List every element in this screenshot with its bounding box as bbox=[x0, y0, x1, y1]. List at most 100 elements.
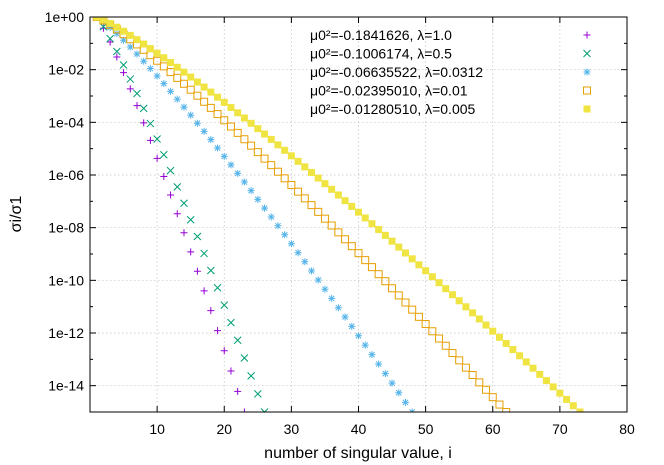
data-point bbox=[173, 210, 181, 218]
data-point bbox=[133, 36, 141, 44]
data-point bbox=[240, 354, 249, 362]
data-point bbox=[334, 228, 343, 237]
data-point bbox=[482, 385, 491, 394]
plot-area bbox=[92, 17, 584, 412]
data-point bbox=[468, 371, 477, 380]
data-point bbox=[220, 347, 228, 355]
data-point bbox=[173, 95, 181, 103]
data-point bbox=[214, 327, 222, 335]
data-point bbox=[193, 267, 201, 275]
data-point bbox=[415, 261, 423, 269]
y-tick-label: 1e-04 bbox=[48, 114, 84, 130]
data-point bbox=[187, 248, 195, 256]
data-point bbox=[348, 202, 356, 210]
data-point bbox=[133, 102, 141, 110]
data-point bbox=[448, 349, 457, 358]
data-point bbox=[341, 197, 349, 205]
y-tick-label: 1e-06 bbox=[48, 167, 84, 183]
data-point bbox=[495, 333, 503, 341]
y-tick-label: 1e-14 bbox=[48, 378, 84, 394]
x-tick-label: 50 bbox=[418, 421, 434, 437]
data-point bbox=[442, 285, 450, 293]
data-point bbox=[381, 370, 389, 378]
data-point bbox=[428, 273, 436, 281]
data-point bbox=[388, 379, 396, 387]
data-point bbox=[381, 277, 390, 286]
data-point bbox=[334, 304, 342, 312]
data-point bbox=[146, 136, 154, 144]
data-point bbox=[394, 291, 403, 300]
data-point bbox=[173, 73, 182, 82]
x-tick-label: 40 bbox=[351, 421, 367, 437]
data-point bbox=[348, 322, 356, 330]
data-point bbox=[159, 62, 168, 71]
x-axis-title: number of singular value, i bbox=[264, 445, 452, 462]
data-point bbox=[227, 104, 235, 112]
data-point bbox=[247, 141, 256, 150]
data-point bbox=[461, 363, 470, 372]
data-point bbox=[522, 358, 530, 366]
data-point bbox=[294, 249, 302, 257]
data-point bbox=[93, 17, 101, 21]
data-point bbox=[401, 249, 409, 257]
data-point bbox=[126, 85, 134, 93]
data-point bbox=[139, 104, 148, 113]
data-point bbox=[388, 237, 396, 245]
data-point bbox=[563, 395, 571, 403]
data-point bbox=[146, 65, 154, 73]
data-point bbox=[206, 103, 215, 112]
data-point bbox=[227, 367, 235, 375]
x-tick-label: 20 bbox=[216, 421, 232, 437]
data-point bbox=[167, 87, 175, 95]
data-point bbox=[213, 283, 222, 292]
data-point bbox=[455, 356, 464, 365]
data-point bbox=[113, 30, 121, 38]
data-point bbox=[441, 341, 450, 350]
data-point bbox=[320, 214, 329, 223]
data-point bbox=[120, 27, 128, 35]
data-point bbox=[146, 51, 155, 60]
data-point bbox=[428, 327, 437, 336]
data-point bbox=[187, 73, 195, 81]
data-point bbox=[260, 154, 269, 163]
data-point bbox=[408, 255, 416, 263]
data-point bbox=[267, 161, 276, 170]
data-point bbox=[180, 68, 188, 76]
y-tick-label: 1e-02 bbox=[48, 62, 84, 78]
data-point bbox=[179, 79, 188, 88]
data-point bbox=[193, 119, 201, 127]
data-point bbox=[146, 45, 154, 53]
data-point bbox=[321, 180, 329, 188]
data-point bbox=[314, 276, 322, 284]
data-point bbox=[240, 135, 249, 144]
series-1 bbox=[93, 17, 248, 412]
data-point bbox=[287, 152, 295, 160]
data-point bbox=[368, 351, 376, 359]
data-point bbox=[213, 110, 222, 119]
data-point bbox=[126, 31, 134, 39]
data-point bbox=[422, 267, 430, 275]
data-point bbox=[220, 98, 228, 106]
data-point bbox=[247, 119, 255, 127]
data-point bbox=[200, 287, 208, 295]
data-point bbox=[469, 309, 477, 317]
data-point bbox=[576, 408, 584, 412]
data-point bbox=[153, 154, 161, 162]
data-point bbox=[234, 387, 242, 395]
data-point bbox=[247, 187, 255, 195]
data-point bbox=[166, 166, 175, 175]
data-point bbox=[280, 174, 289, 183]
data-point bbox=[388, 284, 397, 293]
data-point bbox=[261, 204, 269, 212]
data-point bbox=[301, 258, 309, 266]
data-point bbox=[113, 53, 121, 61]
data-point bbox=[240, 178, 248, 186]
data-point bbox=[254, 195, 262, 203]
data-point bbox=[281, 146, 289, 154]
data-point bbox=[214, 93, 222, 101]
data-point bbox=[536, 370, 544, 378]
data-point bbox=[381, 231, 389, 239]
data-point bbox=[374, 270, 383, 279]
data-point bbox=[119, 61, 128, 69]
